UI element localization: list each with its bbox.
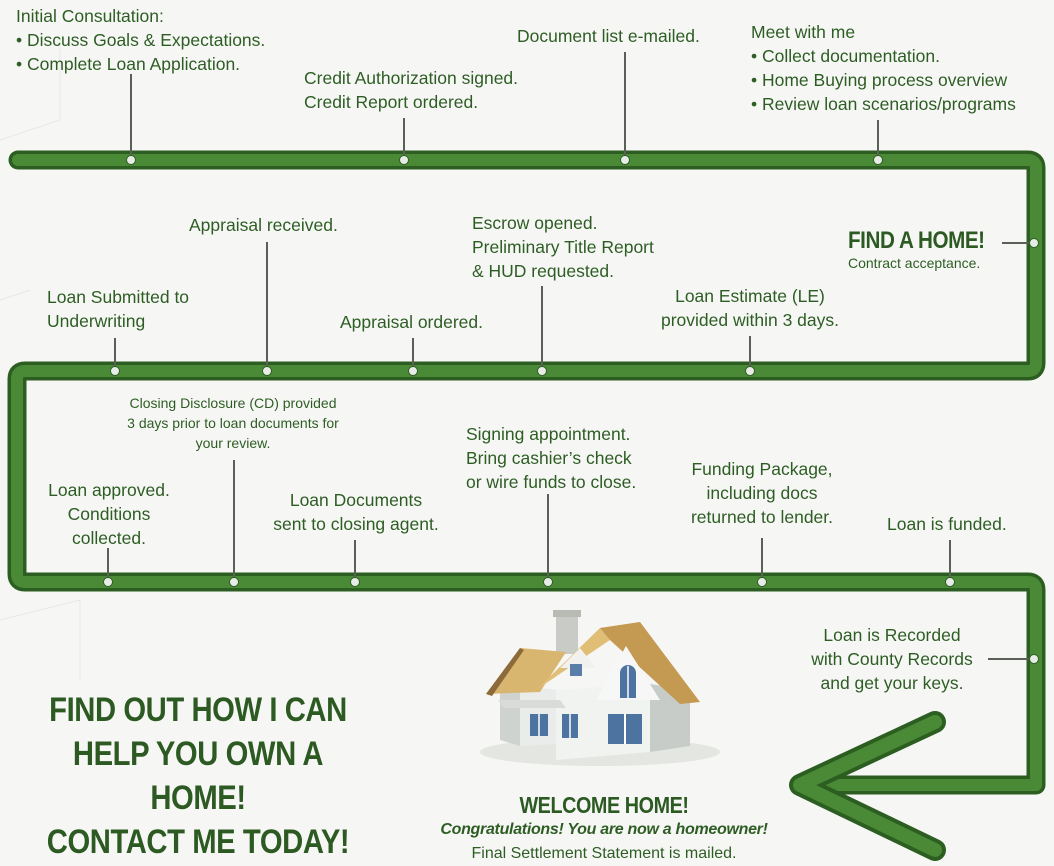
arrow-head-icon	[789, 711, 946, 861]
step-text: your review.	[195, 435, 271, 451]
welcome-final-statement: Final Settlement Statement is mailed.	[471, 845, 737, 862]
step-text: Loan is Recorded	[823, 625, 961, 645]
step-text: • Review loan scenarios/programs	[751, 94, 1016, 114]
step-text: or wire funds to close.	[466, 472, 637, 492]
step-text: with County Records	[811, 649, 973, 669]
step-text: returned to lender.	[690, 507, 834, 527]
step-text: Conditions	[67, 504, 151, 524]
step-text: Funding Package,	[691, 459, 833, 479]
step-loan-submitted: Loan Submitted to Underwriting	[47, 285, 189, 333]
step-text: & HUD requested.	[472, 261, 615, 281]
welcome-congrats: Congratulations! You are now a homeowner…	[440, 821, 768, 838]
find-home-subtitle: Contract acceptance.	[848, 255, 981, 271]
step-appraisal-received: Appraisal received.	[189, 213, 338, 237]
step-text: Loan is funded.	[887, 514, 1007, 534]
step-closing-disclosure: Closing Disclosure (CD) provided 3 days …	[108, 393, 358, 453]
step-text: Meet with me	[751, 22, 856, 42]
step-document-list: Document list e-mailed.	[517, 24, 700, 48]
step-text: Appraisal ordered.	[340, 312, 483, 332]
step-initial-consultation: Initial Consultation: • Discuss Goals & …	[16, 4, 265, 76]
step-text: • Collect documentation.	[751, 46, 941, 66]
cta-line: FIND OUT HOW I CAN	[49, 691, 347, 729]
step-meet-with-me: Meet with me • Collect documentation. • …	[751, 20, 1016, 116]
step-text: 3 days prior to loan documents for	[127, 415, 339, 431]
step-text: Underwriting	[47, 311, 146, 331]
step-text: Credit Report ordered.	[304, 92, 479, 112]
step-text: Loan Documents	[289, 490, 423, 510]
step-text: Loan Submitted to	[47, 287, 190, 307]
step-text: Closing Disclosure (CD) provided	[129, 395, 337, 411]
step-text: Signing appointment.	[466, 424, 631, 444]
step-text: Document list e-mailed.	[517, 26, 700, 46]
step-text: Bring cashier’s check	[466, 448, 632, 468]
step-escrow: Escrow opened. Preliminary Title Report …	[472, 211, 654, 283]
step-loan-funded: Loan is funded.	[887, 512, 1007, 536]
step-loan-recorded: Loan is Recorded with County Records and…	[796, 623, 988, 695]
step-text: provided within 3 days.	[660, 310, 840, 330]
step-text: Initial Consultation:	[16, 6, 164, 26]
step-text: and get your keys.	[820, 673, 964, 693]
step-text: Loan approved.	[48, 480, 170, 500]
step-funding: Funding Package, including docs returned…	[672, 457, 852, 529]
step-loan-documents: Loan Documents sent to closing agent.	[256, 488, 456, 536]
house-illustration	[480, 610, 720, 766]
step-text: collected.	[72, 528, 146, 548]
step-text: Loan Estimate (LE)	[675, 286, 825, 306]
welcome-title: WELCOME HOME!	[519, 792, 689, 818]
step-text: Preliminary Title Report	[472, 237, 654, 257]
step-signing: Signing appointment. Bring cashier’s che…	[466, 422, 636, 494]
step-text: • Complete Loan Application.	[16, 54, 241, 74]
call-to-action: FIND OUT HOW I CAN HELP YOU OWN A HOME! …	[28, 688, 369, 864]
step-credit: Credit Authorization signed. Credit Repo…	[304, 66, 518, 114]
step-loan-approved: Loan approved. Conditions collected.	[34, 478, 184, 550]
find-home-title: FIND A HOME!	[848, 227, 985, 254]
step-appraisal-ordered: Appraisal ordered.	[340, 310, 483, 334]
step-text: Credit Authorization signed.	[304, 68, 519, 88]
step-text: sent to closing agent.	[273, 514, 439, 534]
cta-line: CONTACT ME TODAY!	[46, 823, 350, 861]
step-text: Escrow opened.	[472, 213, 598, 233]
step-text: • Discuss Goals & Expectations.	[16, 30, 266, 50]
step-loan-estimate: Loan Estimate (LE) provided within 3 day…	[648, 284, 852, 332]
step-text: Appraisal received.	[189, 215, 338, 235]
cta-line: HELP YOU OWN A HOME!	[72, 735, 324, 817]
step-text: including docs	[706, 483, 818, 503]
step-text: • Home Buying process overview	[751, 70, 1008, 90]
